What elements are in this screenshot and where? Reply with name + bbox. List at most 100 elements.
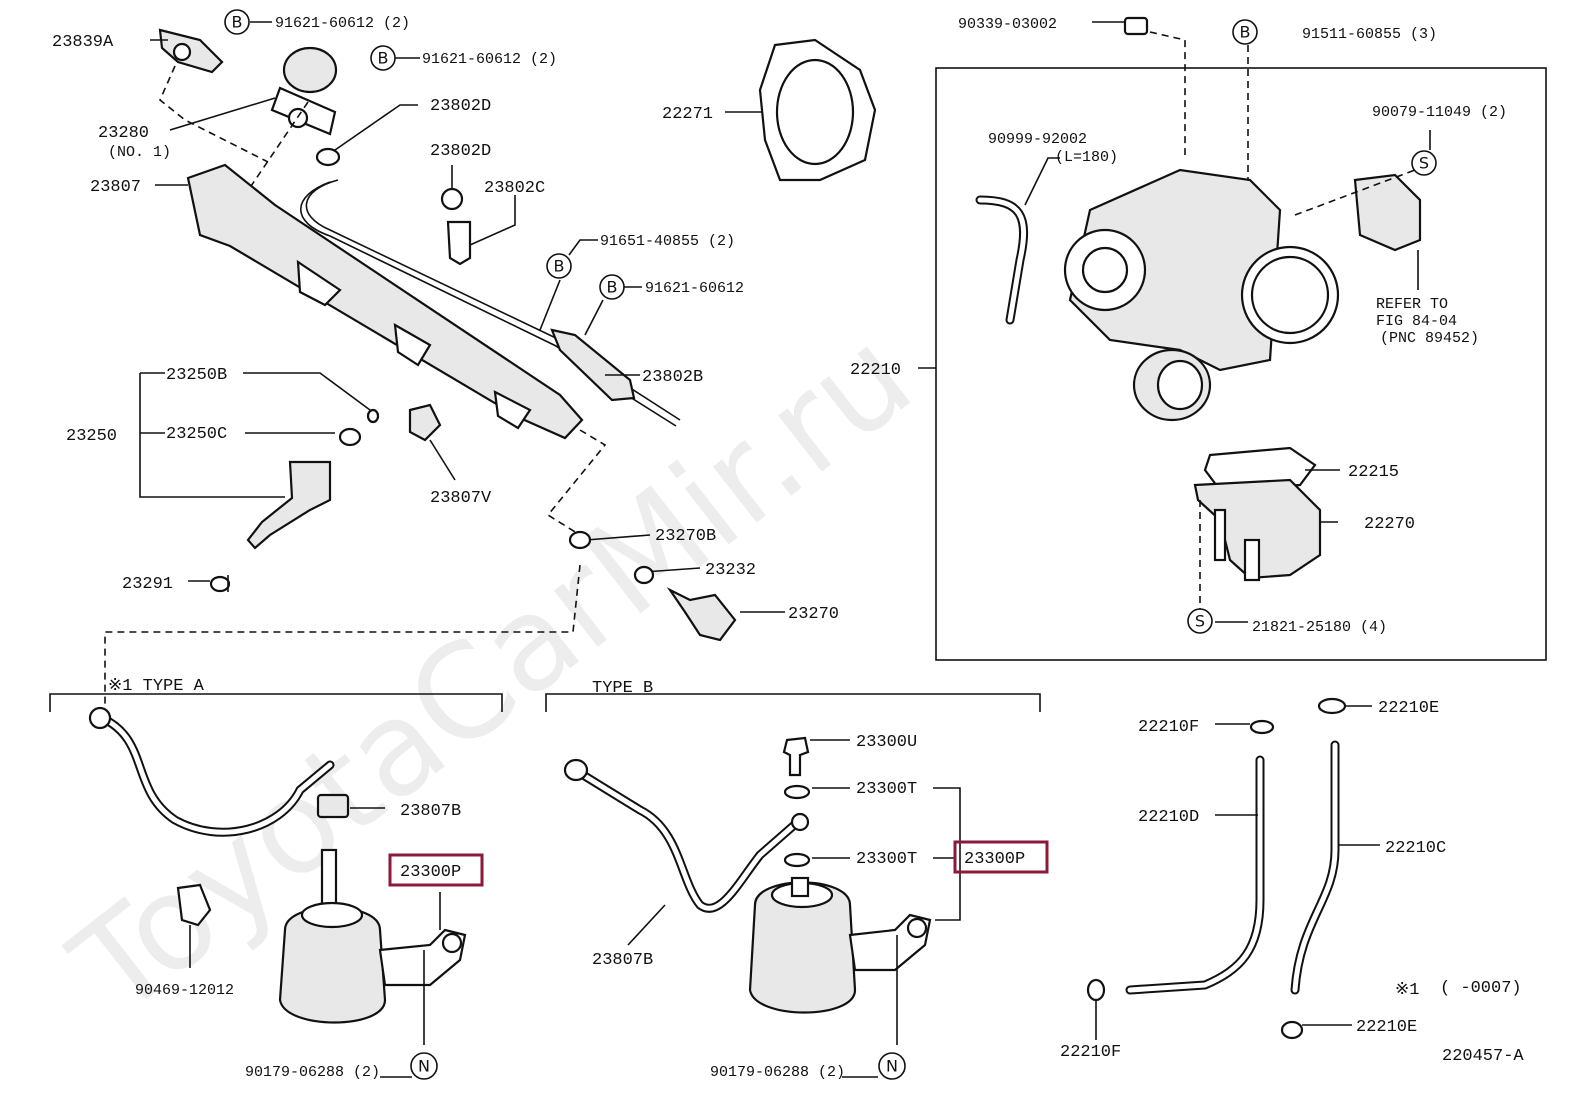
part-23300t-washer-a [783,784,811,800]
part-90469-clip [176,883,212,927]
label-refer-pnc: (PNC 89452) [1380,330,1479,347]
svg-text:N: N [886,1057,898,1076]
part-22210f-clamp-b [1086,978,1106,1002]
label-23280-note: (NO. 1) [108,144,171,161]
callout-s-2: S [1187,608,1213,634]
part-tps-sensor [1353,173,1422,252]
label-91621-60612-2a: 91621-60612 (2) [275,15,410,32]
part-23270-shape [666,587,737,642]
callout-s-1: S [1411,150,1437,176]
label-23802c: 23802C [484,179,545,198]
part-23807-rail [186,163,584,440]
part-23807b-fitting-a [316,793,350,819]
label-90469-12012: 90469-12012 [135,982,234,999]
callout-b-2: B [370,45,396,71]
footnote-mark: ※1 [1395,981,1419,1000]
part-23300u-bolt [782,736,810,777]
svg-text:B: B [607,278,618,297]
label-90179-06288-b: 90179-06288 (2) [710,1064,845,1081]
label-21821-25180: 21821-25180 (4) [1252,619,1387,636]
part-23280-shape [282,46,338,94]
label-23232: 23232 [705,561,756,580]
highlight-23300p-a [388,853,484,887]
part-23802c-shape [446,220,472,266]
fuel-rail-group [139,28,681,593]
part-23300t-washer-b [783,852,811,868]
label-23839a: 23839A [52,33,114,52]
label-90999-length: (L=180) [1055,149,1118,166]
highlight-23300p-b [953,840,1049,874]
part-22210f-clamp-a [1249,719,1275,735]
part-22210d-hose [1125,755,1265,995]
type-a-group [49,693,503,1078]
svg-text:S: S [1195,612,1205,631]
footnote-range: ( -0007) [1440,979,1522,998]
label-23280: 23280 [98,124,149,143]
leaders-top-left [150,21,785,613]
svg-text:N: N [418,1057,430,1076]
label-90079-11049: 90079-11049 (2) [1372,104,1507,121]
svg-text:B: B [554,257,565,276]
callout-b-5: B [1232,19,1258,45]
label-22210f-a: 22210F [1138,718,1199,737]
label-23807v: 23807V [430,489,492,508]
label-23250c: 23250C [166,425,227,444]
label-91621-60612: 91621-60612 [645,280,744,297]
label-23300u: 23300U [856,733,917,752]
label-23270: 23270 [788,605,839,624]
label-22210e-a: 22210E [1378,699,1439,718]
label-22210c: 22210C [1385,839,1446,858]
label-23270b: 23270B [655,527,716,546]
label-23300p-a: 23300P [400,863,461,882]
part-23250c-shape [338,427,362,447]
label-90339-03002: 90339-03002 [958,16,1057,33]
callout-n-1: N [410,1052,438,1080]
label-23291: 23291 [122,575,173,594]
callout-b-3: B [546,253,572,279]
figure-id: 220457-A [1442,1047,1524,1066]
label-91651-40855: 91651-40855 (2) [600,233,735,250]
type-b-group [545,693,1041,1078]
svg-text:B: B [378,49,389,68]
label-22210: 22210 [850,361,901,380]
section-type-a: ※1 TYPE A [108,677,205,696]
part-23232-shape [633,565,655,585]
part-22210e-clamp-a [1317,697,1347,715]
label-23807: 23807 [90,178,141,197]
part-23291-shape [209,575,231,593]
label-23250b: 23250B [166,366,227,385]
label-22215: 22215 [1348,463,1399,482]
part-90999-hose [975,195,1029,325]
label-90179-06288-a: 90179-06288 (2) [245,1064,380,1081]
callout-b-1: B [224,9,250,35]
throttle-body-box [935,67,1547,661]
part-23807v-shape [408,403,442,442]
part-23270b-shape [568,530,592,550]
label-22210e-b: 22210E [1356,1018,1417,1037]
label-23802b: 23802B [642,368,703,387]
label-22210d: 22210D [1138,808,1199,827]
label-23802d-a: 23802D [430,97,491,116]
label-23807b-a: 23807B [400,802,461,821]
label-22210f-b: 22210F [1060,1043,1121,1062]
part-22270-iac-valve [1193,478,1322,580]
svg-text:S: S [1419,154,1429,173]
hoses-group [1086,697,1380,1040]
callout-b-4: B [599,274,625,300]
label-23250: 23250 [66,427,117,446]
section-type-b: TYPE B [592,679,653,698]
part-23250-injector [246,460,332,550]
label-23300p-b: 23300P [964,850,1025,869]
label-23802d-b: 23802D [430,142,491,161]
svg-text:B: B [1240,23,1251,42]
label-refer-to: REFER TO [1376,296,1448,313]
label-23807b-b: 23807B [592,951,653,970]
part-22210-throttle-body [1068,168,1282,372]
part-23802d-oring [315,147,341,167]
label-23300t-a: 23300T [856,780,917,799]
label-refer-fig: FIG 84-04 [1376,313,1457,330]
throttle-body-group [975,16,1431,623]
label-91511-60855: 91511-60855 (3) [1302,26,1437,43]
part-23300p-damper-b [748,881,857,1014]
